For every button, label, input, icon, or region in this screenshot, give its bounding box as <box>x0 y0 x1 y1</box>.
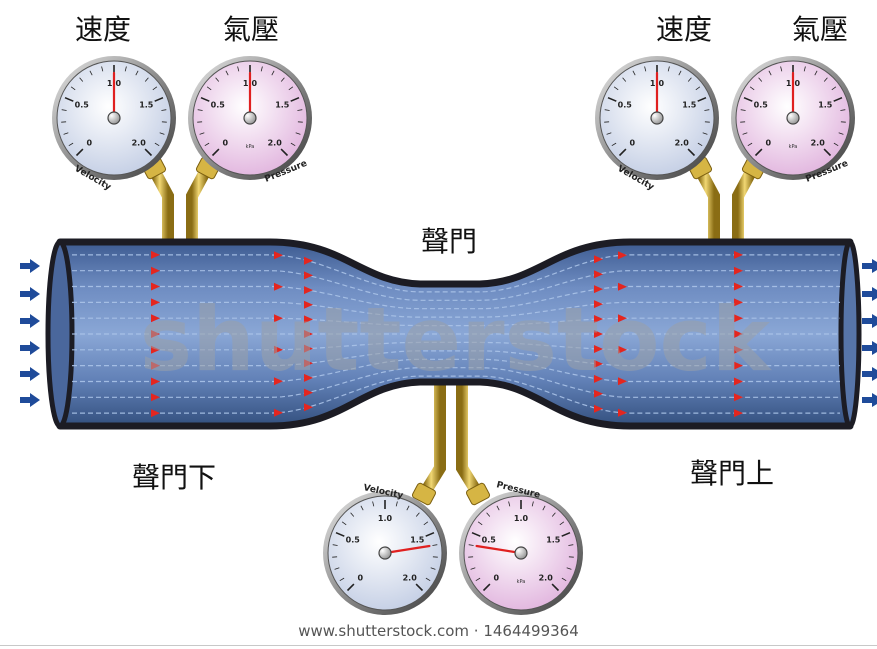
gauge-hub <box>379 547 391 559</box>
gauge-tick-label: 0 <box>223 139 229 148</box>
gauge-tick-label: 1.5 <box>410 536 425 545</box>
gauge-unit: kPa <box>789 144 798 150</box>
gauge-tick-label: 0.5 <box>482 536 497 545</box>
inlet-arrows <box>20 259 40 407</box>
inlet-arrow <box>20 367 40 381</box>
gauge-tick-label: 1.5 <box>546 536 561 545</box>
outlet-arrow <box>862 287 877 301</box>
gauge-tick-label: 0 <box>766 139 772 148</box>
tube-inlet-rim <box>48 242 72 426</box>
gauge-tick-label: 2.0 <box>675 139 690 148</box>
watermark: shutterstock <box>140 288 773 391</box>
gauge-hub <box>787 112 799 124</box>
gauge-tick-label: 1.5 <box>275 101 290 110</box>
gauge-hub <box>651 112 663 124</box>
outlet-arrow <box>862 341 877 355</box>
tube-outlet-rim <box>841 242 859 426</box>
gauge-tick-label: 0 <box>630 139 636 148</box>
gauge-tick-label: 0 <box>358 574 364 583</box>
gauge-tick-label: 2.0 <box>539 574 554 583</box>
footer-credit: www.shutterstock.com · 1464499364 <box>0 622 877 640</box>
gauge-tick-label: 0.5 <box>754 101 769 110</box>
inlet-arrow <box>20 287 40 301</box>
gauge-tick-label: 1.5 <box>818 101 833 110</box>
gauge-tick-label: 1.0 <box>514 514 529 523</box>
gauge-tick-label: 1.0 <box>378 514 393 523</box>
footer-divider <box>0 645 877 646</box>
label-pressure-right: 氣壓 <box>792 8 848 48</box>
gauge-tick-label: 1.5 <box>139 101 154 110</box>
gauge-hub <box>108 112 120 124</box>
gauge-tick-label: 0 <box>494 574 500 583</box>
inlet-arrow <box>20 259 40 273</box>
inlet-arrow <box>20 314 40 328</box>
gauge-tick-label: 2.0 <box>132 139 147 148</box>
gauge-tick-label: 2.0 <box>811 139 826 148</box>
label-supraglottal: 聲門上 <box>690 452 774 492</box>
gauge-tick-label: 2.0 <box>268 139 283 148</box>
label-subglottal: 聲門下 <box>132 456 216 496</box>
gauge-hub <box>244 112 256 124</box>
gauge-unit: kPa <box>517 579 526 585</box>
label-velocity-left: 速度 <box>75 8 131 48</box>
outlet-arrow <box>862 259 877 273</box>
gauge-tick-label: 0.5 <box>618 101 633 110</box>
gauge-hub <box>515 547 527 559</box>
label-glottis: 聲門 <box>421 220 477 260</box>
gauge-tick-label: 0.5 <box>346 536 361 545</box>
gauge-unit: kPa <box>246 144 255 150</box>
label-velocity-right: 速度 <box>656 8 712 48</box>
inlet-arrow <box>20 393 40 407</box>
outlet-arrow <box>862 367 877 381</box>
outlet-arrow <box>862 393 877 407</box>
gauge-tick-label: 0.5 <box>75 101 90 110</box>
gauge-tick-label: 0.5 <box>211 101 226 110</box>
inlet-arrow <box>20 341 40 355</box>
gauge-tick-label: 0 <box>87 139 93 148</box>
outlet-arrow <box>862 314 877 328</box>
outlet-arrows <box>862 259 877 407</box>
gauge-tick-label: 2.0 <box>403 574 418 583</box>
gauge-tick-label: 1.5 <box>682 101 697 110</box>
label-pressure-left: 氣壓 <box>223 8 279 48</box>
